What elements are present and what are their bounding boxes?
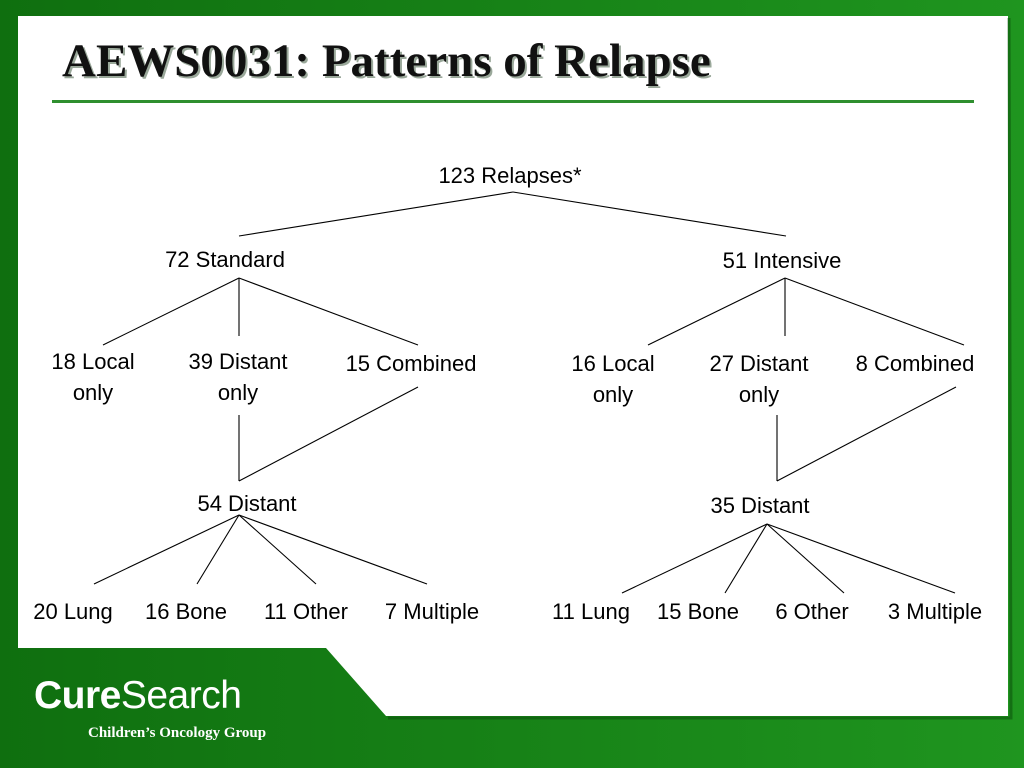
node-std-total-distant: 54 Distant — [197, 488, 296, 519]
node-std-other: 11 Other — [264, 596, 348, 627]
node-std-distant-only: 39 Distant only — [188, 346, 287, 408]
node-label-line: 20 Lung — [33, 599, 113, 624]
node-label-line: 27 Distant — [709, 351, 809, 376]
node-label-line: 35 Distant — [710, 493, 810, 518]
node-label-line: 6 Other — [775, 599, 849, 624]
node-label-line: only — [217, 380, 259, 405]
node-int-other: 6 Other — [775, 596, 848, 627]
node-label-line: 3 Multiple — [887, 599, 983, 624]
node-label-line: only — [592, 382, 634, 407]
node-std-multiple: 7 Multiple — [385, 596, 479, 627]
node-label-line: 123 Relapses* — [438, 163, 582, 188]
node-std-local-only: 18 Local only — [51, 346, 134, 408]
curesearch-logo: CureSearch Children’s Oncology Group — [34, 674, 266, 741]
node-label-line: 11 Lung — [552, 599, 630, 624]
node-root: 123 Relapses* — [438, 160, 581, 191]
node-label-line: 51 Intensive — [722, 248, 842, 273]
node-label-line: 72 Standard — [165, 247, 285, 272]
node-int-bone: 15 Bone — [657, 596, 739, 627]
logo-name-bold: Cure — [34, 674, 121, 717]
node-label-line: 16 Bone — [145, 599, 227, 624]
node-intensive: 51 Intensive — [723, 245, 842, 276]
logo-name-regular: Search — [120, 674, 242, 717]
slide-title: AEWS0031: Patterns of Relapse — [62, 35, 711, 87]
node-int-local-only: 16 Local only — [571, 348, 654, 410]
node-std-lung: 20 Lung — [33, 596, 113, 627]
node-label-line: 7 Multiple — [384, 599, 480, 624]
node-label-line: only — [738, 382, 780, 407]
node-std-combined: 15 Combined — [346, 348, 477, 379]
node-label-line: 8 Combined — [855, 351, 975, 376]
node-label-line: 54 Distant — [197, 491, 297, 516]
node-label-line: 15 Combined — [345, 351, 477, 376]
node-label-line: 15 Bone — [657, 599, 739, 624]
title-underline — [52, 100, 974, 103]
node-standard: 72 Standard — [165, 244, 285, 275]
node-label-line: 39 Distant — [188, 349, 288, 374]
logo-wordmark: CureSearch — [34, 674, 242, 717]
node-label-line: 18 Local — [51, 349, 135, 374]
node-int-combined: 8 Combined — [856, 348, 975, 379]
node-int-distant-only: 27 Distant only — [709, 348, 808, 410]
node-int-total-distant: 35 Distant — [710, 490, 809, 521]
node-label-line: 16 Local — [571, 351, 655, 376]
logo-subtitle: Children’s Oncology Group — [88, 725, 267, 741]
node-int-multiple: 3 Multiple — [888, 596, 982, 627]
node-label-line: only — [72, 380, 114, 405]
node-label-line: 11 Other — [264, 599, 348, 624]
node-int-lung: 11 Lung — [552, 596, 630, 627]
node-std-bone: 16 Bone — [145, 596, 227, 627]
